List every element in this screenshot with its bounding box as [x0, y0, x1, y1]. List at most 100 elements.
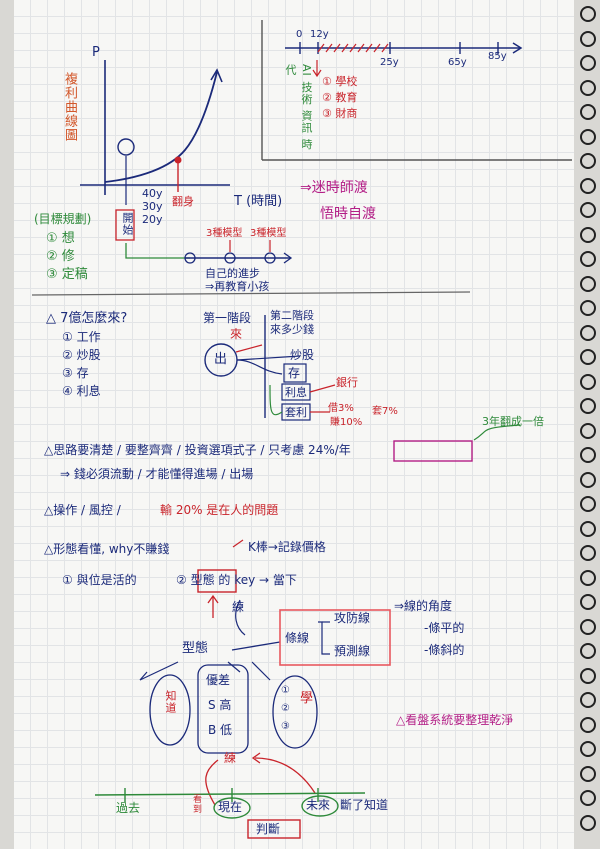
era-title: AI 技術 資訊 時代 — [284, 64, 313, 151]
attack-defense-line: 攻防線 — [334, 611, 371, 625]
spiral-ring — [580, 692, 596, 708]
money-item-4: ④ 利息 — [62, 384, 101, 398]
left-oval — [149, 674, 191, 746]
spiral-ring — [580, 349, 596, 365]
note-line-3a: △操作 / 風控 / — [44, 503, 121, 517]
spiral-ring — [580, 202, 596, 218]
flow-save: 存 — [288, 366, 301, 380]
plan-item-3: ③ 定稿 — [46, 267, 88, 282]
age-40: 40y — [142, 187, 163, 200]
spiral-ring — [580, 153, 596, 169]
spiral-ring — [580, 373, 596, 390]
era-item-1: ① 學校 — [322, 75, 358, 88]
age-20: 20y — [142, 213, 163, 226]
money-item-3: ③ 存 — [62, 366, 89, 380]
flow-interest: 利息 — [285, 386, 307, 399]
rate-earn: 賺10% — [330, 417, 363, 428]
angle-note: ⇒線的角度 — [394, 599, 453, 613]
flow-arbitrage: 套利 — [285, 406, 307, 419]
decide-box — [247, 819, 301, 839]
spiral-ring — [580, 104, 596, 120]
self-growth: 自己的進步 — [205, 267, 260, 280]
k-line-note: K棒→記錄價格 — [248, 540, 326, 554]
spiral-binding: (function(){ var holder=document.current… — [576, 0, 600, 849]
spiral-ring — [580, 226, 596, 243]
spiral-ring — [580, 667, 596, 684]
spiral-ring — [580, 128, 596, 145]
start-marker — [117, 138, 135, 156]
middle-box-frame — [197, 664, 249, 754]
spiral-ring — [580, 520, 596, 537]
mind-note: △看盤系統要整理乾淨 — [396, 713, 514, 727]
right-mark-1: ① — [281, 685, 290, 696]
forecast-line: 預測線 — [334, 644, 371, 658]
spiral-ring — [580, 594, 596, 610]
spiral-ring — [580, 716, 596, 733]
lines-box — [279, 609, 391, 666]
note-line-5b: ② 型態 的 key → 當下 — [176, 573, 297, 587]
spiral-ring — [580, 741, 596, 757]
spiral-ring — [580, 300, 596, 316]
rate-borrow: 借3% — [328, 403, 354, 414]
middle-box-2: S 高 — [208, 698, 232, 712]
future-label: 未來 — [306, 798, 331, 812]
spiral-ring — [580, 422, 596, 439]
money-item-2: ② 炒股 — [62, 348, 101, 362]
right-mark-3: ③ — [281, 721, 290, 732]
stage-2: 第二階段 — [270, 309, 314, 322]
money-title: △ 7億怎麼來? — [46, 311, 128, 326]
left-oval-label: 知道 — [164, 690, 177, 714]
rate-arbitrage: 套7% — [372, 406, 398, 417]
pattern-label: 型態 — [182, 641, 209, 656]
past-label: 過去 — [116, 801, 141, 815]
stage-1-sub: 來 — [230, 327, 243, 341]
note-line-4: △形態看懂, why不賺錢 — [44, 542, 170, 556]
model-label-2: 3種模型 — [250, 228, 287, 239]
p-axis-label: P — [92, 45, 100, 60]
plan-item-2: ② 修 — [46, 249, 75, 264]
right-mark-2: ② — [281, 703, 290, 714]
middle-box-1: 優差 — [206, 673, 231, 687]
spiral-ring — [580, 177, 596, 194]
note-self: 悟時自渡 — [320, 206, 376, 222]
notebook-paper — [14, 0, 574, 849]
spiral-ring — [580, 324, 596, 341]
start-box-label: 開始 — [121, 212, 134, 236]
bloom-label: 翻身 — [172, 195, 194, 208]
tick-25y: 25y — [380, 57, 399, 68]
bank-label: 銀行 — [336, 376, 358, 389]
spiral-ring — [580, 618, 596, 635]
lines-label: 條線 — [285, 631, 310, 645]
spiral-ring — [580, 79, 596, 96]
section-divider — [31, 291, 471, 296]
spiral-ring — [580, 55, 596, 71]
flat-line-note: ‐條平的 — [424, 621, 465, 635]
spiral-ring — [580, 30, 596, 47]
right-oval — [272, 675, 318, 749]
spiral-ring — [580, 251, 596, 267]
model-label-1: 3種模型 — [206, 228, 243, 239]
start-box-frame — [115, 209, 135, 241]
spiral-ring — [580, 275, 596, 292]
spiral-ring — [580, 471, 596, 488]
spiral-ring — [580, 814, 596, 831]
plan-title: (目標規劃) — [34, 212, 92, 226]
pattern-box — [197, 569, 237, 593]
note-line-5a: ① 與位是活的 — [62, 573, 137, 587]
spiral-ring — [580, 569, 596, 586]
era-item-2: ② 教育 — [322, 91, 358, 104]
note-line-1: △思路要清楚 / 要整齊齊 / 投資選項式子 / 只考慮 24%/年 — [44, 443, 351, 457]
money-item-1: ① 工作 — [62, 330, 101, 344]
boxed-24-frame — [393, 440, 473, 462]
tick-85y: 85y — [488, 51, 507, 62]
spiral-ring — [580, 447, 596, 463]
triple-note: 3年翻成一倍 — [482, 415, 544, 428]
tick-0: 0 — [296, 29, 303, 40]
compound-title: 複利曲線圖 — [62, 72, 77, 142]
know-label: 斷了知道 — [340, 798, 389, 812]
practice-label-2: 練 — [224, 751, 237, 765]
tick-65y: 65y — [448, 57, 467, 68]
spiral-ring — [580, 545, 596, 561]
